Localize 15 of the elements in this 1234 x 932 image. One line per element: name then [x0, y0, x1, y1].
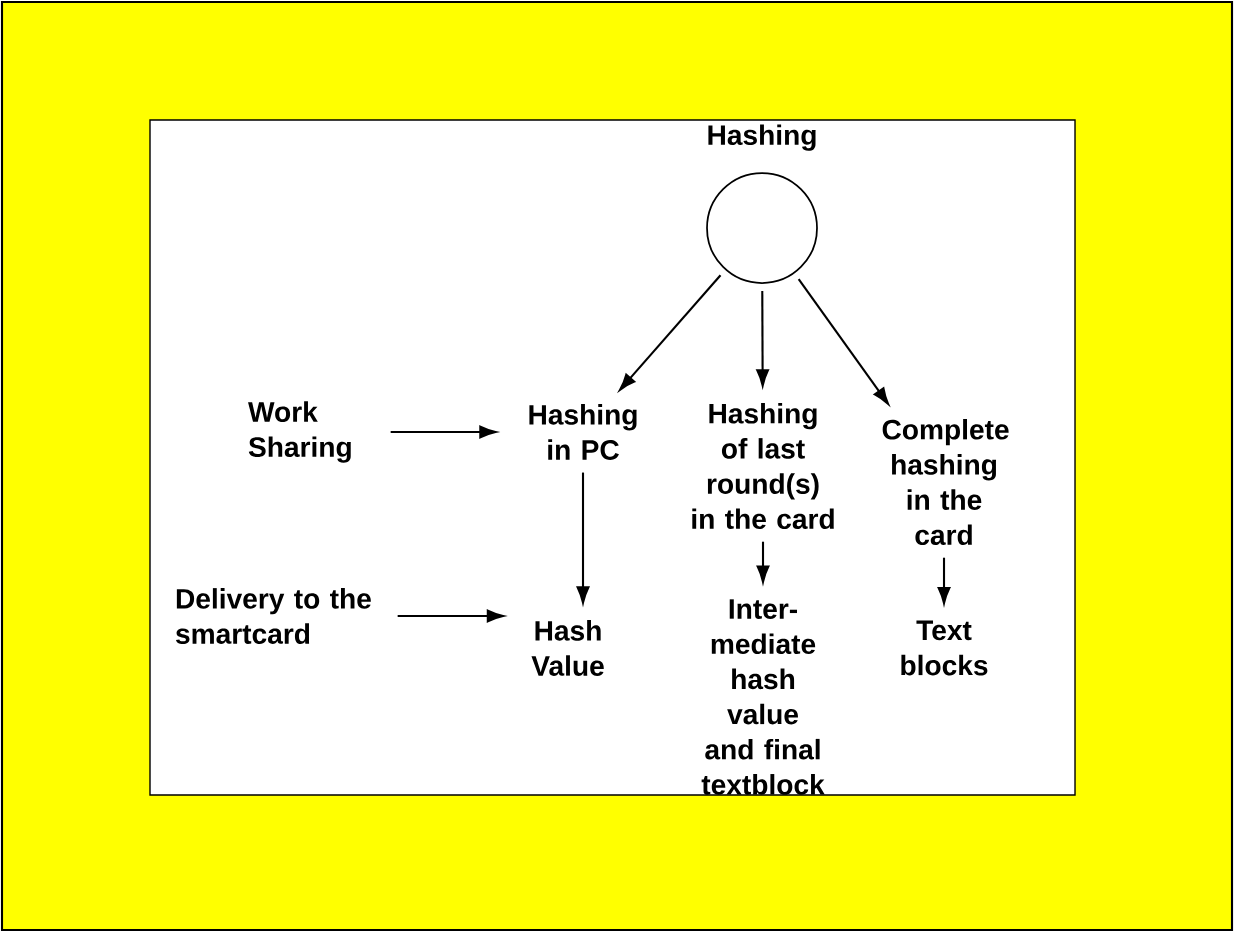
side-label: Delivery to the smartcard — [176, 588, 371, 644]
arrow — [619, 274, 722, 391]
result-label: Hash Value — [531, 620, 604, 676]
side-label: Work Sharing — [248, 401, 351, 463]
step-label: Hashing in PC — [529, 404, 637, 460]
node-label: Hashing — [708, 124, 816, 151]
arrow — [397, 609, 505, 623]
result-label: Inter- mediate hash value and final textblock — [701, 599, 825, 795]
arrow — [797, 278, 889, 405]
arrow — [390, 425, 497, 439]
arrow — [937, 557, 951, 605]
result-label: Text blocks — [901, 620, 988, 676]
step-label: Hashing of last round(s) in the card — [692, 402, 834, 530]
step-label: Complete hashing in the card — [882, 418, 1009, 546]
circle-node: Hashing — [706, 124, 818, 284]
